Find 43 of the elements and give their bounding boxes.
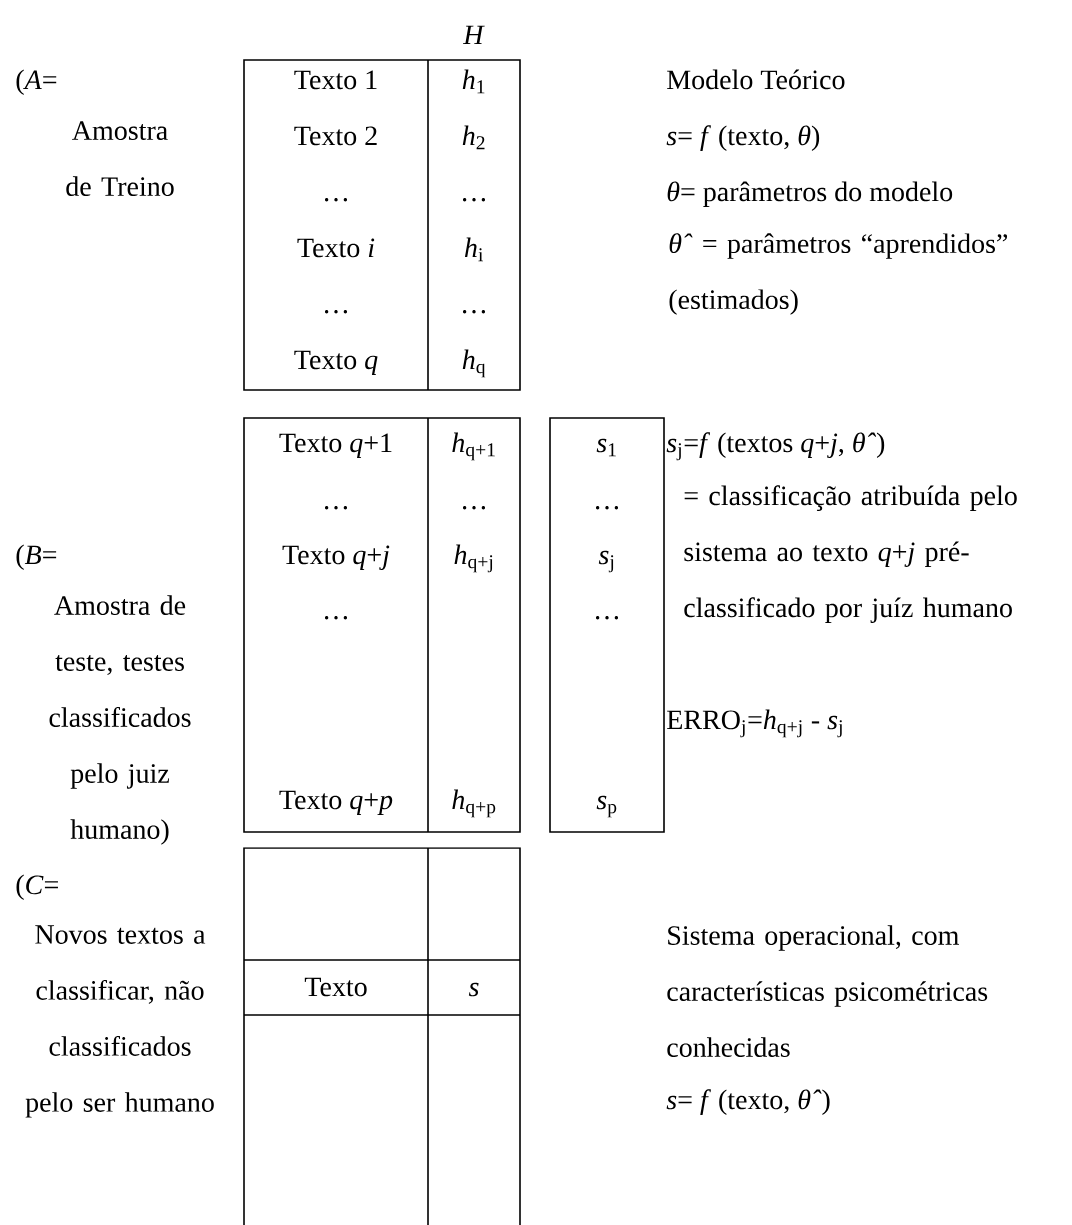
section-label: (A= bbox=[16, 69, 57, 95]
cell-text: h$_{q+j}$ bbox=[454, 544, 493, 573]
section-description: Amostra de Treino bbox=[66, 121, 174, 197]
cell-text: h$_{i}$ bbox=[464, 237, 483, 262]
ellipsis: … bbox=[324, 310, 348, 314]
cell-text: h$_{q+1}$ bbox=[452, 432, 495, 461]
formula-text: s= f (texto, θ) bbox=[666, 125, 820, 151]
section-label: (B= bbox=[16, 544, 57, 570]
note-text: = classificação atribuída pelo sistema ao texto q+j pré-classificado por juíz humano bbox=[684, 485, 1017, 623]
ellipsis: … bbox=[324, 198, 348, 202]
ellipsis: … bbox=[595, 506, 619, 510]
ellipsis: … bbox=[595, 616, 619, 620]
cell-text: h$_{1}$ bbox=[462, 69, 485, 94]
cell-text: Texto bbox=[304, 977, 367, 997]
formula-text: s= f (texto, θ̂) bbox=[666, 1089, 830, 1115]
cell-text: Texto q+p bbox=[279, 790, 393, 815]
note-text: Modelo Teórico bbox=[667, 69, 845, 90]
cell-text: s$_{p}$ bbox=[596, 795, 617, 818]
ellipsis: … bbox=[324, 616, 348, 620]
column-heading: H bbox=[462, 25, 485, 44]
ellipsis: … bbox=[462, 310, 486, 314]
cell-text: Texto 1 bbox=[294, 70, 377, 90]
formula-text: s$_{j}$=f (textos q+j, θ̂) bbox=[666, 432, 885, 461]
cell-text: s$_{1}$ bbox=[596, 438, 616, 457]
formula-text: ERRO$_{j}$=h$_{q+j}$ - s$_{j}$ bbox=[667, 709, 842, 738]
section-label: (C= bbox=[16, 874, 58, 900]
note-text: θ̂ = parâmetros “aprendidos” (estimados) bbox=[669, 233, 1008, 315]
ellipsis: … bbox=[462, 506, 486, 510]
cell-text: Texto q bbox=[294, 350, 378, 375]
cell-text: Texto q+j bbox=[282, 545, 390, 570]
cell-text: h$_{q+p}$ bbox=[452, 789, 496, 818]
cell-text: s$_{j}$ bbox=[598, 550, 614, 573]
cell-text: h$_{q}$ bbox=[462, 349, 486, 378]
section-description: Amostra de teste, testes classificados pelo juiz humano) bbox=[49, 595, 191, 845]
cell-text: s bbox=[468, 982, 479, 997]
ellipsis: … bbox=[324, 506, 348, 510]
cell-text: Texto 2 bbox=[294, 126, 377, 146]
cell-text: Texto q+1 bbox=[279, 433, 392, 458]
cell-text: Texto i bbox=[297, 238, 375, 258]
cell-text: h$_{2}$ bbox=[462, 125, 485, 150]
note-text: θ= parâmetros do modelo bbox=[667, 181, 953, 207]
section-description: Novos textos a classificar, não classificados pelo ser humano bbox=[25, 925, 214, 1118]
ellipsis: … bbox=[462, 198, 486, 202]
